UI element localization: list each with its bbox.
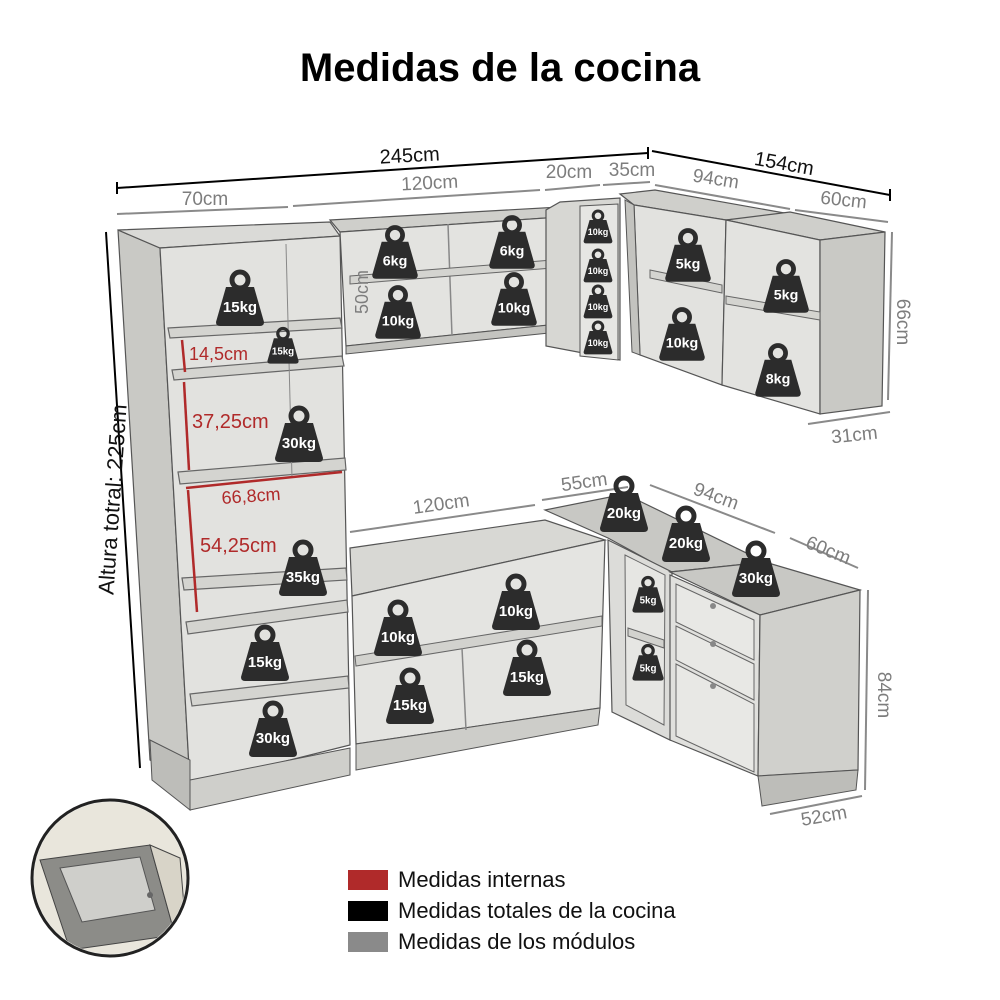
weight-icon: 10kg <box>583 248 613 283</box>
weight-label: 15kg <box>510 669 544 686</box>
weight-label: 20kg <box>607 505 641 522</box>
weight-icon: 8kg <box>755 343 801 397</box>
weight-icons: 15kg 15kg 30kg 35kg 15kg 30kg 6kg 6kg 10kg 10kg 10… <box>80 209 809 900</box>
internal-d1: 14,5cm <box>189 344 248 364</box>
base-cabinet-corner <box>543 493 768 741</box>
weight-label: 15kg <box>248 654 282 671</box>
weight-label: 10kg <box>498 301 530 317</box>
weight-icon: 15kg <box>503 639 551 696</box>
weight-icon: 15kg <box>241 624 289 681</box>
weight-label: 15kg <box>393 697 427 714</box>
base-drawer-cabinet <box>667 561 863 807</box>
weight-label: 10kg <box>588 227 609 237</box>
base-width-label: 120cm <box>412 490 471 519</box>
weight-icon: 15kg <box>267 326 299 364</box>
weight-icon: 10kg <box>659 307 705 361</box>
drawer-inset <box>30 798 190 958</box>
weight-label: 15kg <box>272 347 294 358</box>
weight-label: 5kg <box>774 288 799 304</box>
weight-icon: 30kg <box>732 540 780 597</box>
legend-item-internal: Medidas internas <box>348 864 676 895</box>
base-height-label: 84cm <box>873 672 894 718</box>
weight-icon: 10kg <box>374 599 422 656</box>
total-width-label: 245cm <box>379 143 440 168</box>
upper-depth-label: 94cm <box>691 166 740 194</box>
legend: Medidas internas Medidas totales de la c… <box>348 864 676 957</box>
upper-height-label: 66cm <box>892 299 913 345</box>
weight-icon: 10kg <box>583 209 613 244</box>
spice-width-label: 20cm <box>546 162 592 183</box>
weight-label: 10kg <box>382 314 414 330</box>
weight-label: 5kg <box>676 257 701 273</box>
weight-icon: 5kg <box>763 259 809 313</box>
weight-icon: 10kg <box>375 285 421 339</box>
weight-icon: 20kg <box>600 475 648 532</box>
legend-item-module: Medidas de los módulos <box>348 926 676 957</box>
weight-icon: 5kg <box>632 575 664 613</box>
weight-label: 10kg <box>666 336 698 352</box>
weight-icon: 10kg <box>491 272 537 326</box>
legend-label-module: Medidas de los módulos <box>398 928 636 954</box>
upper-side-width-label: 60cm <box>819 188 867 214</box>
weight-icon: 20kg <box>662 505 710 562</box>
internal-d4: 54,25cm <box>200 535 277 557</box>
page-title: Medidas de la cocina <box>299 46 701 90</box>
weight-icon: 6kg <box>372 225 418 279</box>
internal-measures: 14,5cm 37,25cm 66,8cm 54,25cm <box>180 339 343 613</box>
weight-icon: 15kg <box>216 269 264 326</box>
weight-label: 10kg <box>588 302 609 312</box>
legend-item-total: Medidas totales de la cocina <box>348 895 676 926</box>
weight-label: 10kg <box>588 266 609 276</box>
base-corner-label: 55cm <box>560 469 609 496</box>
upper-depth-31-label: 31cm <box>830 423 878 449</box>
weight-label: 5kg <box>640 664 657 675</box>
weight-label: 30kg <box>282 435 316 452</box>
legend-label-internal: Medidas internas <box>398 866 566 892</box>
weight-icon: 5kg <box>665 228 711 282</box>
weight-icon: 6kg <box>489 215 535 269</box>
base-side-width-label: 60cm <box>803 532 854 569</box>
corner-width-label: 35cm <box>609 160 655 181</box>
weight-icon: 30kg <box>249 700 297 757</box>
weight-label: 6kg <box>500 244 525 260</box>
weight-icon: 15kg <box>386 667 434 724</box>
weight-label: 35kg <box>286 569 320 586</box>
legend-swatch-gray <box>348 931 388 952</box>
weight-label: 10kg <box>381 629 415 646</box>
upper-cabinet-side <box>721 211 886 415</box>
legend-swatch-red <box>348 869 388 890</box>
weight-icon: 10kg <box>492 573 540 630</box>
weight-icon: 35kg <box>279 539 327 596</box>
top-width-label: 120cm <box>401 172 459 196</box>
legend-label-total: Medidas totales de la cocina <box>398 897 676 923</box>
weight-icon: 10kg <box>583 284 613 319</box>
weight-label: 5kg <box>640 596 657 607</box>
internal-d3: 66,8cm <box>221 484 281 508</box>
tall-width-label: 70cm <box>182 189 228 210</box>
total-dimension-lines <box>105 147 891 769</box>
tall-cabinet <box>117 221 351 812</box>
weight-label: 20kg <box>669 535 703 552</box>
legend-swatch-black <box>348 900 388 921</box>
total-height-label: Altura totral: 225cm <box>93 403 131 595</box>
module-dimension-lines <box>116 181 893 815</box>
weight-icon: 30kg <box>275 405 323 462</box>
weight-label: 8kg <box>766 372 791 388</box>
weight-label: 10kg <box>588 338 609 348</box>
weight-label: 30kg <box>256 730 290 747</box>
shelf-height-label: 50cm <box>352 270 372 314</box>
weight-label: 10kg <box>499 603 533 620</box>
weight-icon: 10kg <box>583 320 613 355</box>
weight-label: 6kg <box>383 254 408 270</box>
weight-label: 30kg <box>739 570 773 587</box>
internal-d2: 37,25cm <box>192 411 269 433</box>
weight-icon: 5kg <box>632 643 664 681</box>
weight-label: 15kg <box>223 299 257 316</box>
